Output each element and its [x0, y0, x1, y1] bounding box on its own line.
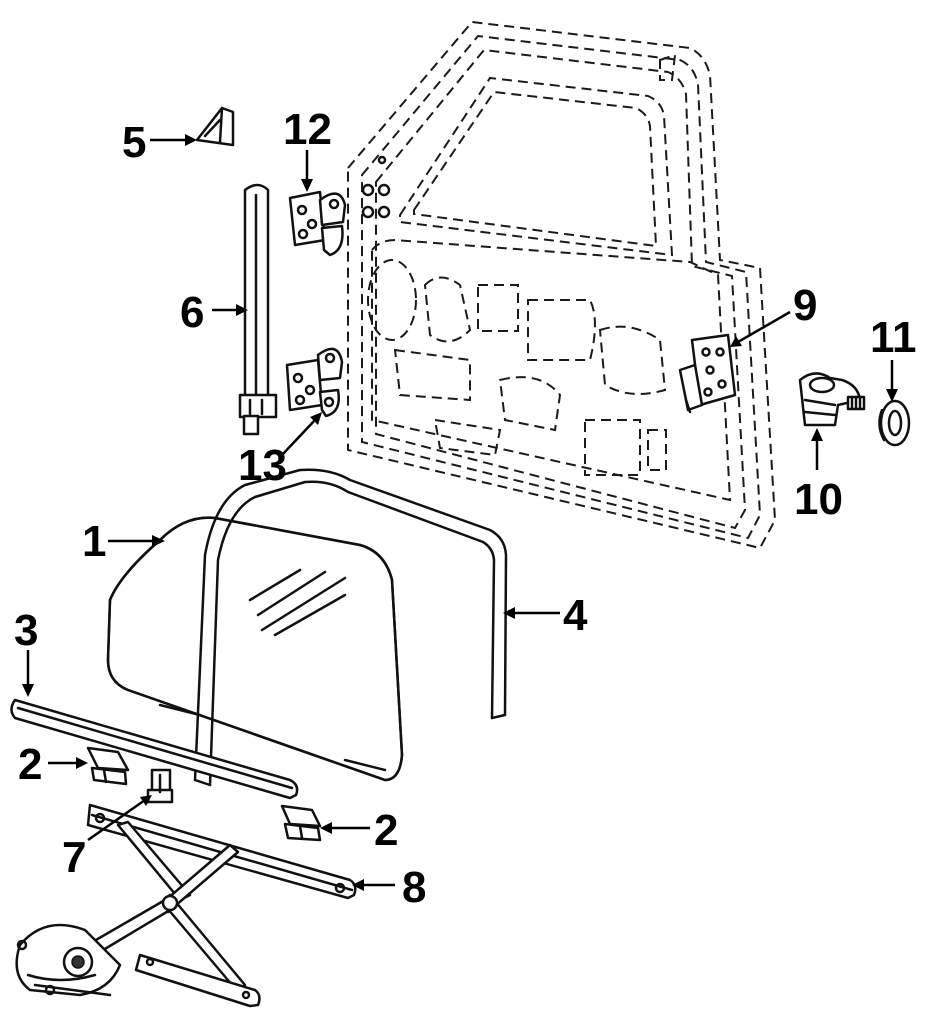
callout-7: 7 — [62, 833, 86, 882]
callout-13: 13 — [238, 441, 287, 490]
part-5-mirror-trim — [195, 106, 235, 147]
part-2-channel-clip-right — [280, 804, 322, 842]
callout-8: 8 — [402, 863, 426, 912]
part-10-door-striker — [798, 372, 866, 427]
leader-lines — [22, 134, 898, 891]
callout-6: 6 — [180, 288, 204, 337]
callout-4: 4 — [563, 591, 588, 640]
callout-5: 5 — [122, 118, 146, 167]
part-6-run-channel — [238, 183, 278, 436]
part-1-door-glass — [106, 516, 404, 782]
part-9-door-latch — [678, 333, 737, 414]
callout-11: 11 — [870, 313, 917, 362]
callout-2-left: 2 — [18, 740, 42, 789]
callout-3: 3 — [14, 606, 38, 655]
part-8-window-regulator — [15, 803, 357, 1008]
part-12-upper-hinge — [288, 190, 347, 257]
part-3-belt-molding — [10, 698, 299, 800]
callout-9: 9 — [793, 281, 817, 330]
part-7-regulator-clip — [146, 768, 174, 804]
part-13-lower-hinge — [285, 347, 344, 418]
callout-1: 1 — [82, 517, 106, 566]
part-11-striker-bushing — [878, 399, 911, 447]
door-shell — [347, 20, 777, 550]
callout-12: 12 — [283, 105, 332, 154]
part-2-channel-clip-left — [86, 746, 130, 786]
callout-10: 10 — [794, 475, 843, 524]
callout-2-right: 2 — [374, 806, 398, 855]
callout-labels: 1 2 2 3 4 5 6 7 8 9 10 11 12 13 — [14, 105, 917, 912]
